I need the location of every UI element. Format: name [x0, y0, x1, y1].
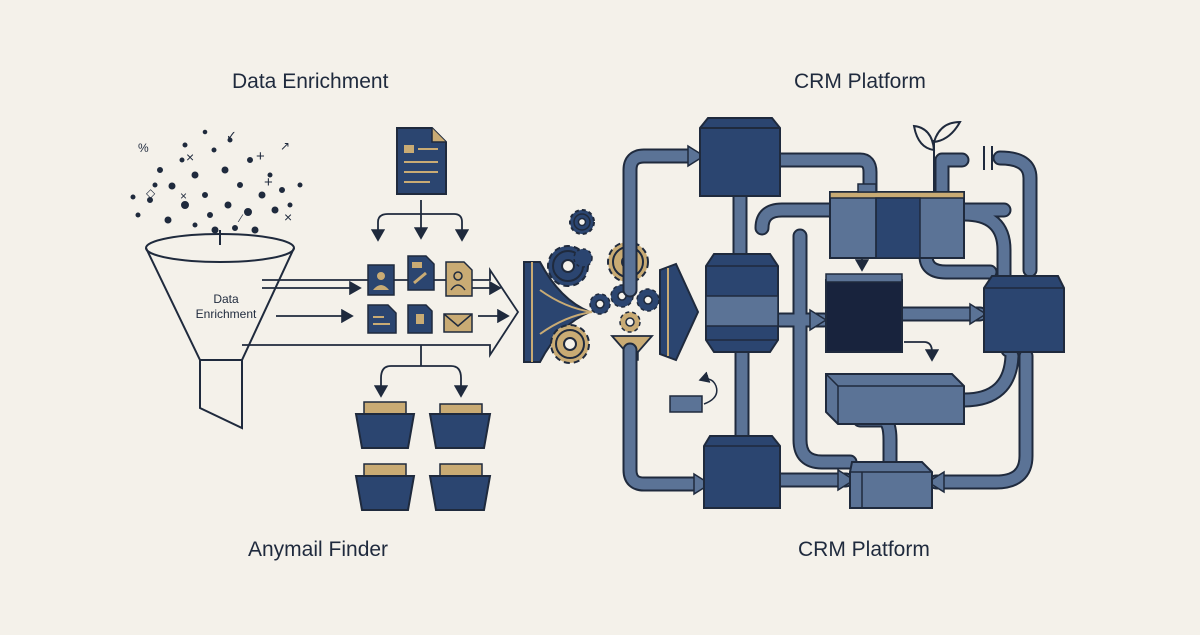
crm-module-bottom-center	[849, 461, 933, 509]
crm-platform-title: CRM Platform	[794, 70, 926, 93]
svg-text:×: ×	[186, 149, 194, 165]
gear-icon	[636, 288, 660, 312]
folder-icon	[354, 463, 416, 511]
crm-control-panel	[829, 183, 965, 259]
crm-module-top-left	[699, 117, 781, 197]
return-arrow-icon	[669, 371, 718, 413]
contact-card-icon	[367, 264, 395, 296]
crm-storage-unit	[825, 373, 965, 425]
gear-icon	[619, 311, 641, 333]
gear-icon	[573, 248, 593, 268]
gear-icon	[550, 324, 590, 364]
horn-output	[659, 262, 700, 362]
clip-doc-icon	[407, 304, 433, 334]
crm-core-module	[825, 273, 903, 353]
flow-arrowheads	[687, 144, 988, 496]
svg-text:+: +	[264, 174, 273, 191]
envelope-icon	[443, 313, 473, 333]
plant-icon	[912, 120, 962, 196]
funnel-icon	[145, 230, 295, 430]
gear-icon	[569, 209, 595, 235]
folder-split-arrows	[373, 345, 469, 398]
data-enrichment-title: Data Enrichment	[232, 70, 389, 93]
anymail-finder-label: Anymail Finder	[248, 538, 389, 561]
valve-icon	[983, 146, 993, 170]
funnel-label: Data Enrichment	[195, 292, 257, 321]
gear-icon	[589, 293, 611, 315]
svg-text:%: %	[138, 141, 149, 155]
document-icon	[396, 127, 447, 195]
document-split-arrows	[370, 200, 470, 242]
svg-text:+: +	[256, 148, 265, 165]
particle-cloud-icon: % ✓ + + × × ⁄ ↗ ◇ ×	[130, 128, 303, 249]
folder-icon	[354, 401, 416, 449]
folder-icon	[428, 403, 492, 449]
crm-tank	[705, 253, 779, 353]
edit-doc-icon	[407, 255, 435, 291]
person-card-icon	[445, 261, 473, 297]
crm-module-right	[983, 275, 1065, 353]
svg-text:⁄: ⁄	[237, 213, 244, 225]
folder-icon	[428, 463, 492, 511]
funnel-output-arrows	[242, 267, 520, 359]
svg-text:↗: ↗	[280, 139, 290, 153]
svg-text:✓: ✓	[226, 128, 237, 143]
svg-text:×: ×	[180, 189, 187, 203]
crm-platform-bottom-label: CRM Platform	[798, 538, 930, 561]
svg-text:◇: ◇	[146, 186, 156, 200]
horn-intake	[523, 261, 593, 363]
note-icon	[367, 304, 397, 334]
crm-module-bottom-left	[703, 435, 781, 509]
svg-text:×: ×	[284, 209, 292, 225]
